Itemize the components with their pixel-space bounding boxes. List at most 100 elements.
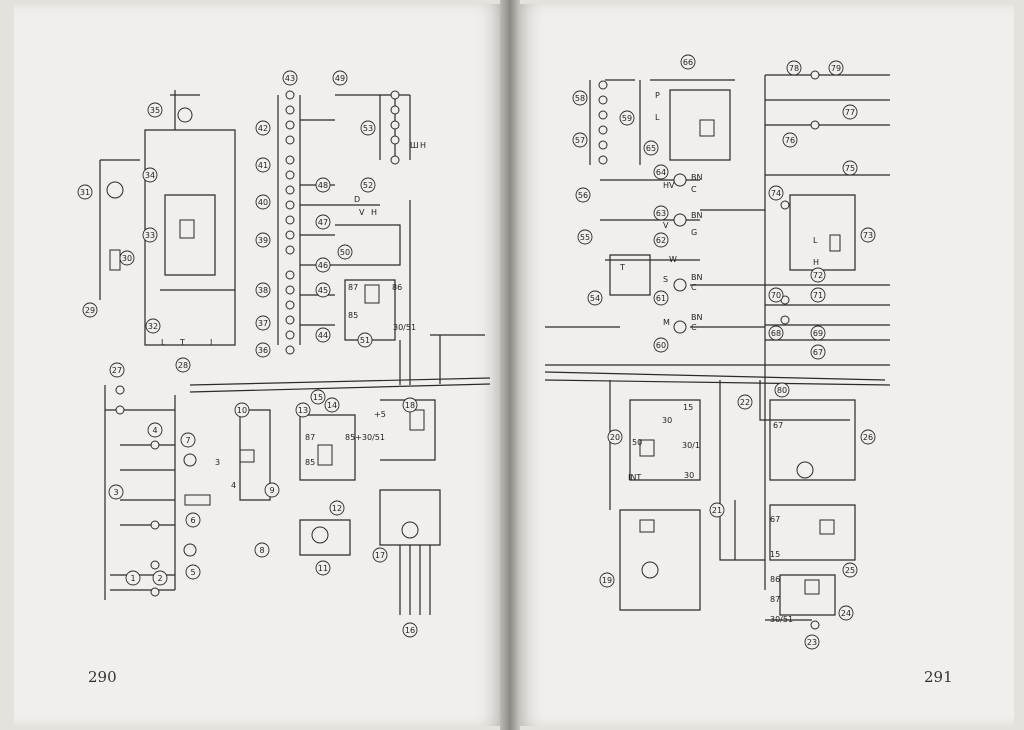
callout-circle-60: [653, 337, 669, 353]
terminal-label: I: [210, 338, 212, 347]
callout-number-29: 29: [85, 306, 95, 315]
callout-circle-31: [77, 184, 93, 200]
callout-circle-57: [572, 132, 588, 148]
callout-circle-61: [653, 290, 669, 306]
callout-circle-55: [577, 229, 593, 245]
callout-circle-73: [860, 227, 876, 243]
terminal-label: 30/51: [770, 615, 793, 624]
callout-number-72: 72: [813, 271, 823, 280]
terminal-label: L: [813, 236, 818, 245]
callout-circle-38: [255, 282, 271, 298]
terminal-label: Ш: [410, 141, 419, 150]
terminal-label: P: [655, 91, 660, 100]
callout-circle-5: [185, 564, 201, 580]
callout-circle-80: [774, 382, 790, 398]
callout-circle-10: [234, 402, 250, 418]
callout-number-28: 28: [178, 361, 188, 370]
callout-circle-50: [337, 244, 353, 260]
callout-number-71: 71: [813, 291, 823, 300]
terminal-label: 85: [305, 458, 315, 467]
callout-number-43: 43: [285, 74, 295, 83]
book-gutter: [500, 0, 520, 730]
callout-circle-78: [786, 60, 802, 76]
callout-number-1: 1: [130, 574, 135, 583]
callout-circle-75: [842, 160, 858, 176]
bus-wire-1: [189, 377, 491, 386]
callout-number-5: 5: [190, 568, 195, 577]
callout-circle-42: [255, 120, 271, 136]
callout-number-12: 12: [332, 504, 342, 513]
callout-circle-46: [315, 257, 331, 273]
callout-circle-63: [653, 205, 669, 221]
callout-number-7: 7: [185, 436, 190, 445]
terminal-label: BN: [691, 173, 702, 182]
terminal-label: 86: [770, 575, 780, 584]
callout-number-38: 38: [258, 286, 268, 295]
callout-number-27: 27: [112, 366, 122, 375]
terminal-label: BN: [691, 273, 702, 282]
callout-circle-4: [147, 422, 163, 438]
callout-number-76: 76: [785, 136, 795, 145]
callout-number-8: 8: [259, 546, 264, 555]
terminal-label: D: [354, 195, 360, 204]
callout-circle-8: [254, 542, 270, 558]
terminal-label: W: [669, 255, 677, 264]
callout-number-42: 42: [258, 124, 268, 133]
terminal-label: 30/51: [393, 323, 416, 332]
terminal-label: 30/1: [682, 441, 700, 450]
terminal-label: T: [619, 263, 625, 272]
callout-circle-20: [607, 429, 623, 445]
callout-number-30: 30: [122, 254, 132, 263]
callout-circle-1: [125, 570, 141, 586]
callout-number-40: 40: [258, 198, 268, 207]
callout-number-64: 64: [656, 168, 666, 177]
terminal-label: 87: [348, 283, 358, 292]
callout-number-48: 48: [318, 181, 328, 190]
callout-number-46: 46: [318, 261, 328, 270]
callout-circle-3: [108, 484, 124, 500]
callout-number-49: 49: [335, 74, 345, 83]
terminal-label: INT: [628, 473, 641, 482]
terminal-label: +5: [374, 410, 386, 419]
terminal-label: 30: [662, 416, 672, 425]
callout-number-65: 65: [646, 144, 656, 153]
callout-circle-16: [402, 622, 418, 638]
callout-number-37: 37: [258, 319, 268, 328]
callout-number-45: 45: [318, 286, 328, 295]
callout-circle-77: [842, 104, 858, 120]
callout-circle-30: [119, 250, 135, 266]
callout-number-14: 14: [327, 401, 337, 410]
callout-number-2: 2: [157, 574, 162, 583]
terminal-label: 85+30/51: [345, 433, 385, 442]
terminal-label: 15: [770, 550, 780, 559]
callout-number-75: 75: [845, 164, 855, 173]
callout-number-18: 18: [405, 401, 415, 410]
callout-number-47: 47: [318, 218, 328, 227]
callout-circle-19: [599, 572, 615, 588]
callout-circle-71: [810, 287, 826, 303]
callout-number-60: 60: [656, 341, 666, 350]
callout-circle-70: [768, 287, 784, 303]
callout-number-19: 19: [602, 576, 612, 585]
callout-number-70: 70: [771, 291, 781, 300]
callout-circle-15: [310, 389, 326, 405]
terminal-label: 4: [231, 481, 236, 490]
callout-circle-56: [575, 187, 591, 203]
callout-circle-23: [804, 634, 820, 650]
callout-number-41: 41: [258, 161, 268, 170]
callout-number-61: 61: [656, 294, 666, 303]
callout-circle-39: [255, 232, 271, 248]
callout-number-31: 31: [80, 188, 90, 197]
callout-circle-68: [768, 325, 784, 341]
terminal-label: H: [813, 258, 819, 267]
callout-circle-12: [329, 500, 345, 516]
callout-circle-18: [402, 397, 418, 413]
callout-number-74: 74: [771, 189, 781, 198]
terminal-label: M: [663, 318, 670, 327]
callout-number-50: 50: [340, 248, 350, 257]
callout-circle-64: [653, 164, 669, 180]
callout-number-4: 4: [152, 426, 157, 435]
callout-number-67: 67: [813, 348, 823, 357]
